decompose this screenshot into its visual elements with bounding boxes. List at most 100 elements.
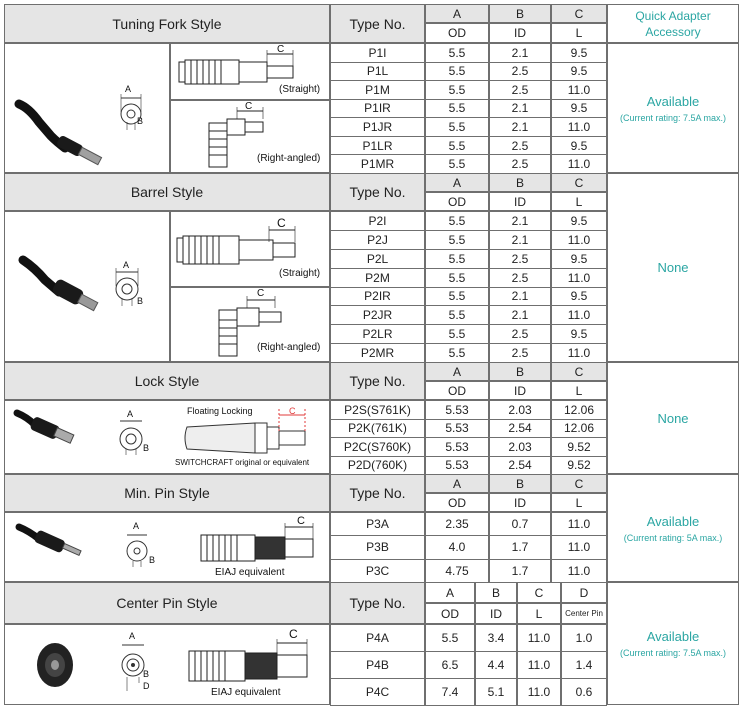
od-cell: 5.53 [425, 400, 489, 420]
id-header: ID [489, 493, 551, 512]
lock-plug-photo-icon [13, 409, 75, 444]
id-cell: 2.1 [489, 229, 551, 250]
type-no-cell: P1JR [330, 117, 425, 137]
section-title-min-pin: Min. Pin Style [4, 474, 330, 512]
center-pin-cell: 1.0 [561, 624, 607, 652]
end-view-dimension-icon [126, 534, 148, 567]
type-no-header: Type No. [330, 173, 425, 211]
od-cell: 4.0 [425, 535, 489, 560]
type-no-cell: P1LR [330, 135, 425, 156]
l-cell: 9.5 [551, 248, 607, 269]
od-cell: 5.5 [425, 624, 475, 652]
caption-straight: (Straight) [279, 268, 321, 279]
end-view-dimension-icon [121, 644, 145, 691]
l-cell: 9.5 [551, 135, 607, 156]
col-a-header: A [425, 582, 475, 603]
center-pin-header: Center Pin [561, 603, 607, 624]
end-view-dimension-icon [115, 268, 139, 306]
col-c-header: C [551, 362, 607, 381]
section-title-lock: Lock Style [4, 362, 330, 400]
section-title-text: Center Pin Style [116, 595, 218, 611]
type-no-cell: P2D(760K) [330, 455, 425, 475]
adapter-status: Available [646, 93, 700, 109]
id-cell: 2.5 [489, 61, 551, 82]
id-cell: 1.7 [489, 535, 551, 560]
type-no-header: Type No. [330, 4, 425, 43]
drawing-center-pin: A B D C EIAJ equivalent [4, 624, 330, 705]
type-no-cell: P4A [330, 624, 425, 652]
od-cell: 5.5 [425, 229, 489, 250]
id-cell: 3.4 [475, 624, 517, 652]
type-no-header: Type No. [330, 474, 425, 512]
caption-straight: (Straight) [279, 84, 321, 95]
dim-a-label: A [129, 631, 136, 641]
section-title-text: Barrel Style [130, 184, 204, 200]
straight-plug-drawing-icon [200, 523, 314, 562]
plug-photo-icon [15, 523, 82, 557]
id-header: ID [475, 603, 517, 624]
quick-adapter-label: Quick Adapter Accessory [635, 8, 711, 39]
col-c-header: C [551, 4, 607, 23]
adapter-availability-min-pin: Available (Current rating: 5A max.) [607, 474, 739, 582]
dim-a-label: A [133, 521, 140, 531]
drawing-lock: A B C Floating Locking SWITCHCRAFT origi… [4, 400, 330, 474]
type-no-cell: P2IR [330, 286, 425, 307]
dim-c-label: C [297, 515, 305, 527]
l-cell: 9.52 [551, 455, 607, 475]
od-cell: 5.5 [425, 43, 489, 63]
col-b-header: B [489, 4, 551, 23]
drawing-right-angled-tuning-fork: C (Right-angled) [170, 100, 330, 173]
od-cell: 5.5 [425, 324, 489, 345]
l-cell: 11.0 [517, 651, 561, 679]
dim-b-label: B [143, 443, 150, 453]
col-a-header: A [425, 4, 489, 23]
type-no-label: Type No. [349, 184, 406, 200]
caption-right-angled: (Right-angled) [257, 342, 321, 353]
type-no-cell: P3A [330, 512, 425, 537]
type-no-header: Type No. [330, 582, 425, 624]
type-no-cell: P1IR [330, 98, 425, 119]
type-no-cell: P1I [330, 43, 425, 63]
col-b-header: B [489, 474, 551, 493]
caption-eiaj: EIAJ equivalent [211, 687, 281, 698]
dim-c-label: C [277, 216, 286, 230]
l-cell: 11.0 [551, 267, 607, 288]
od-cell: 4.75 [425, 558, 489, 583]
dim-c-label: C [257, 288, 265, 299]
type-no-label: Type No. [349, 15, 406, 32]
adapter-status: Available [646, 629, 700, 644]
id-cell: 4.4 [475, 651, 517, 679]
id-cell: 2.1 [489, 286, 551, 307]
type-no-cell: P1L [330, 61, 425, 82]
od-header: OD [425, 493, 489, 512]
type-no-cell: P1MR [330, 154, 425, 174]
od-cell: 7.4 [425, 678, 475, 706]
id-header: ID [489, 192, 551, 211]
drawing-min-pin: A B C EIAJ equivalent [4, 512, 330, 582]
od-cell: 5.5 [425, 154, 489, 174]
adapter-note: (Current rating: 7.5A max.) [619, 648, 727, 658]
dim-d-label: D [143, 681, 150, 691]
l-header: L [551, 23, 607, 43]
l-cell: 11.0 [551, 305, 607, 326]
dim-b-label: B [149, 555, 156, 565]
drawing-straight-tuning-fork: C (Straight) [170, 43, 330, 100]
l-cell: 9.5 [551, 43, 607, 63]
col-a-header: A [425, 474, 489, 493]
id-header: ID [489, 23, 551, 43]
id-cell: 2.5 [489, 154, 551, 174]
center-pin-plug-photo-icon [37, 643, 73, 687]
l-cell: 11.0 [517, 678, 561, 706]
adapter-availability-lock: None [607, 362, 739, 474]
adapter-availability-center-pin: Available (Current rating: 7.5A max.) [607, 582, 739, 705]
adapter-status: Available [646, 513, 700, 529]
dim-a-label: A [125, 84, 132, 94]
caption-right-angled: (Right-angled) [257, 153, 321, 164]
l-header: L [551, 381, 607, 400]
section-title-tuning-fork: Tuning Fork Style [4, 4, 330, 43]
dim-c-label: C [277, 44, 285, 55]
plug-photo-icon [18, 255, 99, 312]
col-b-header: B [475, 582, 517, 603]
l-cell: 11.0 [551, 80, 607, 100]
od-cell: 6.5 [425, 651, 475, 679]
